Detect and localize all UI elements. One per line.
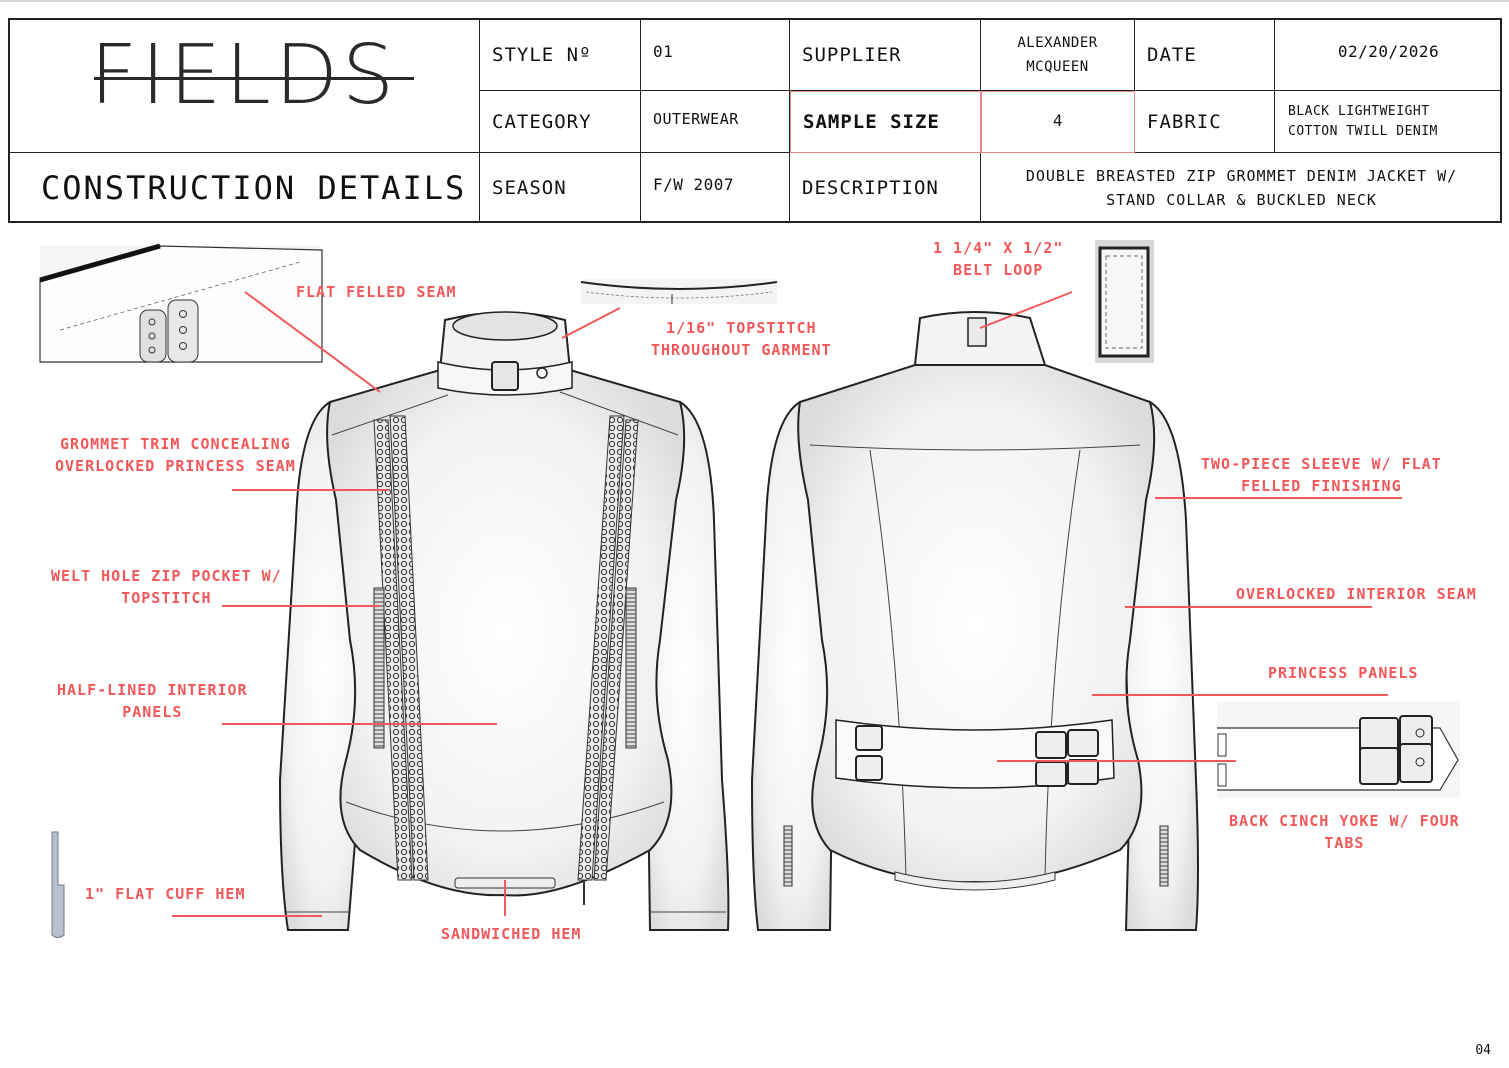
category-value: OUTERWEAR xyxy=(641,91,790,153)
callout-topstitch-line-1: 1/16" TOPSTITCH xyxy=(666,319,817,337)
sample-size-label: SAMPLE SIZE xyxy=(790,91,981,153)
page-title: CONSTRUCTION DETAILS xyxy=(41,169,467,207)
callout-overlocked-seam: OVERLOCKED INTERIOR SEAM xyxy=(1236,585,1477,603)
callout-half-lined: HALF-LINED INTERIOR PANELS xyxy=(57,679,248,723)
callout-sandwiched-hem: SANDWICHED HEM xyxy=(441,925,582,943)
fabric-value: BLACK LIGHTWEIGHT COTTON TWILL DENIM xyxy=(1275,91,1502,153)
season-label: SEASON xyxy=(480,153,641,223)
fabric-label: FABRIC xyxy=(1135,91,1275,153)
leader-topstitch xyxy=(561,307,621,339)
logo-strike-line xyxy=(94,77,414,80)
top-rule xyxy=(0,0,1509,2)
back-jacket-flat xyxy=(750,311,1199,931)
supplier-line-1: ALEXANDER xyxy=(1017,35,1098,51)
callout-half-lined-line-1: HALF-LINED INTERIOR xyxy=(57,681,248,699)
date-value: 02/20/2026 xyxy=(1275,20,1502,91)
description-label: DESCRIPTION xyxy=(790,153,981,223)
callout-topstitch-line-2: THROUGHOUT GARMENT xyxy=(651,341,832,359)
callout-cinch-line-1: BACK CINCH YOKE W/ FOUR xyxy=(1229,812,1460,830)
style-no-label: STYLE Nº xyxy=(480,20,641,91)
callout-grommet-line-2: OVERLOCKED PRINCESS SEAM xyxy=(55,457,296,475)
callout-belt-loop: 1 1/4" X 1/2" BELT LOOP xyxy=(933,237,1063,281)
page-number: 04 xyxy=(1475,1043,1491,1058)
detail-cuff-hem xyxy=(51,831,65,938)
supplier-line-2: MCQUEEN xyxy=(1026,59,1089,75)
callout-belt-loop-line-1: 1 1/4" X 1/2" xyxy=(933,239,1064,257)
callout-two-piece-line-2: FELLED FINISHING xyxy=(1241,477,1402,495)
spec-header-table: FIELDS CONSTRUCTION DETAILS STYLE Nº 01 … xyxy=(8,18,1502,223)
title-cell: CONSTRUCTION DETAILS xyxy=(10,153,480,223)
callout-two-piece-line-1: TWO-PIECE SLEEVE W/ FLAT xyxy=(1201,455,1442,473)
fabric-line-2: COTTON TWILL DENIM xyxy=(1288,123,1438,139)
callout-topstitch: 1/16" TOPSTITCH THROUGHOUT GARMENT xyxy=(651,317,832,361)
detail-topstitch xyxy=(580,279,778,304)
callout-flat-felled-seam: FLAT FELLED SEAM xyxy=(296,283,457,301)
sample-size-value: 4 xyxy=(981,91,1135,153)
category-label: CATEGORY xyxy=(480,91,641,153)
detail-belt-loop xyxy=(1095,240,1154,363)
date-label: DATE xyxy=(1135,20,1275,91)
callout-welt-line-2: TOPSTITCH xyxy=(121,589,212,607)
callout-princess-panels: PRINCESS PANELS xyxy=(1268,664,1419,682)
callout-cuff-hem: 1" FLAT CUFF HEM xyxy=(85,885,246,903)
callout-cinch-line-2: TABS xyxy=(1324,834,1365,852)
fabric-line-1: BLACK LIGHTWEIGHT xyxy=(1288,103,1430,119)
season-value: F/W 2007 xyxy=(641,153,790,223)
description-line-2: STAND COLLAR & BUCKLED NECK xyxy=(1106,191,1377,209)
callout-welt-pocket: WELT HOLE ZIP POCKET W/ TOPSTITCH xyxy=(51,565,282,609)
front-jacket-flat xyxy=(278,311,730,931)
style-no-value: 01 xyxy=(641,20,790,91)
leader-flat-felled xyxy=(244,291,381,393)
supplier-label: SUPPLIER xyxy=(790,20,981,91)
description-line-1: DOUBLE BREASTED ZIP GROMMET DENIM JACKET… xyxy=(1025,167,1458,185)
callout-leader-lines xyxy=(172,291,1402,917)
callout-back-cinch: BACK CINCH YOKE W/ FOUR TABS xyxy=(1229,810,1460,854)
logo-cell: FIELDS xyxy=(10,20,480,153)
detail-cinch-buckles xyxy=(1217,702,1460,798)
callout-half-lined-line-2: PANELS xyxy=(122,703,183,721)
callout-two-piece-sleeve: TWO-PIECE SLEEVE W/ FLAT FELLED FINISHIN… xyxy=(1201,453,1442,497)
leader-belt-loop xyxy=(979,291,1073,329)
supplier-value: ALEXANDER MCQUEEN xyxy=(981,20,1135,91)
callout-welt-line-1: WELT HOLE ZIP POCKET W/ xyxy=(51,567,282,585)
callout-belt-loop-line-2: BELT LOOP xyxy=(953,261,1044,279)
detail-flat-felled-seam xyxy=(39,243,323,363)
brand-logo: FIELDS xyxy=(90,28,399,123)
callout-grommet-trim: GROMMET TRIM CONCEALING OVERLOCKED PRINC… xyxy=(55,433,296,477)
description-value: DOUBLE BREASTED ZIP GROMMET DENIM JACKET… xyxy=(981,153,1502,223)
callout-grommet-line-1: GROMMET TRIM CONCEALING xyxy=(60,435,291,453)
